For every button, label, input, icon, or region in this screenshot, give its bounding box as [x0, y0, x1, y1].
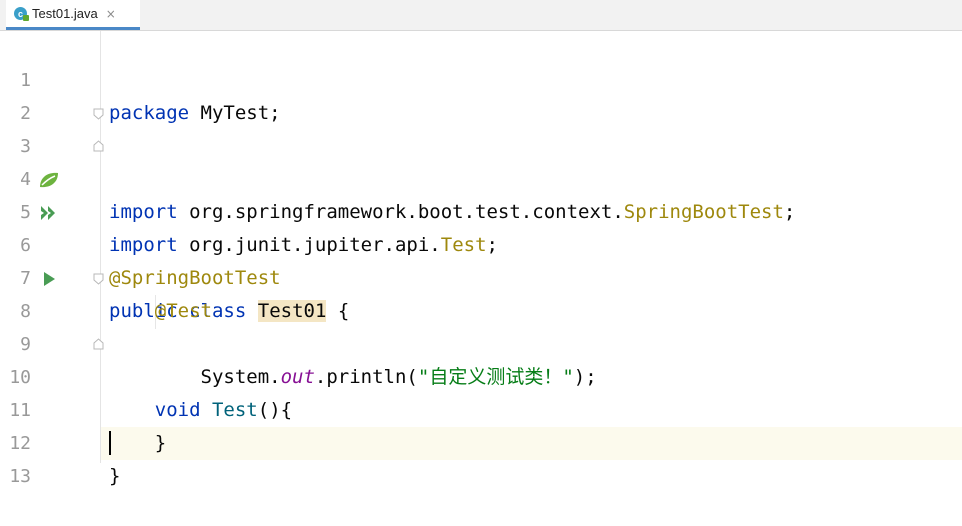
code-line-1[interactable]: 1 package MyTest; — [0, 31, 962, 124]
code-line-3[interactable]: 3 import org.springframework.boot.test.c… — [0, 97, 962, 223]
line-number: 9 — [20, 334, 31, 355]
line-number: 6 — [20, 235, 31, 256]
current-line-highlight — [0, 427, 962, 460]
keyword-package: package — [109, 102, 190, 124]
class-name-highlighted[interactable]: Test01 — [257, 300, 327, 322]
fold-end-icon[interactable] — [93, 338, 104, 350]
annotation-test: @Test — [154, 300, 212, 322]
code-line-2[interactable]: 2 — [0, 64, 962, 124]
line-number: 2 — [20, 103, 31, 124]
import-package: org.springframework.boot.test.context. — [177, 201, 624, 223]
static-field-out: out — [280, 366, 315, 388]
code-editor[interactable]: 1 package MyTest; 2 3 import org.springf… — [0, 31, 962, 487]
method-paren: (){ — [257, 399, 293, 421]
line-number: 5 — [20, 202, 31, 223]
system-class: System. — [200, 366, 281, 388]
editor-tab-bar: c Test01.java × — [0, 0, 962, 31]
code-line-6[interactable]: 6 public class Test01 { — [0, 196, 962, 322]
code-line-11[interactable]: 11 — [0, 361, 962, 421]
call-end: ); — [573, 366, 597, 388]
fold-start-icon[interactable] — [93, 108, 104, 120]
code-line-10[interactable]: 10 } — [0, 328, 962, 454]
tab-test01-java[interactable]: c Test01.java × — [6, 0, 140, 30]
code-line-5[interactable]: 5 @SpringBootTest — [0, 163, 962, 289]
code-line-4[interactable]: 4 import org.junit.jupiter.api.Test; — [0, 130, 962, 256]
line-number: 1 — [20, 70, 31, 91]
code-line-13[interactable]: 13 — [0, 427, 962, 487]
line-number: 8 — [20, 301, 31, 322]
run-all-tests-icon[interactable] — [38, 196, 60, 229]
keyword-import: import — [109, 201, 178, 223]
line-number: 12 — [9, 433, 31, 454]
println-call: .println( — [314, 366, 418, 388]
import-package: org.junit.jupiter.api. — [177, 234, 441, 256]
line-number: 4 — [20, 169, 31, 190]
code-line-8[interactable]: 8 void Test(){ — [0, 262, 962, 421]
indent-guide — [155, 295, 156, 329]
text-caret — [109, 431, 111, 455]
spring-bean-icon[interactable] — [38, 163, 60, 196]
line-number: 10 — [9, 367, 31, 388]
keyword-import: import — [109, 234, 178, 256]
run-test-icon[interactable] — [38, 262, 60, 295]
keyword-class: class — [189, 300, 247, 322]
brace-close: } — [109, 465, 121, 487]
line-number: 11 — [9, 400, 31, 421]
line-number: 3 — [20, 136, 31, 157]
line-number: 13 — [9, 466, 31, 487]
semicolon: ; — [486, 234, 498, 256]
import-class: Test — [440, 234, 487, 256]
code-line-12[interactable]: 12 } — [0, 394, 962, 487]
brace-open: { — [326, 300, 350, 322]
string-literal: "自定义测试类！" — [417, 366, 574, 388]
package-name: MyTest; — [189, 102, 281, 124]
fold-end-icon[interactable] — [93, 140, 104, 152]
tab-label: Test01.java — [32, 6, 98, 21]
code-line-7[interactable]: 7 @Test — [0, 229, 962, 322]
code-line-9[interactable]: 9 System.out.println("自定义测试类！"); — [0, 295, 962, 388]
method-name: Test — [211, 399, 258, 421]
line-number: 7 — [20, 268, 31, 289]
import-class: SpringBootTest — [623, 201, 784, 223]
gutter[interactable] — [0, 31, 101, 463]
close-tab-icon[interactable]: × — [105, 6, 116, 21]
fold-start-icon[interactable] — [93, 273, 104, 285]
semicolon: ; — [783, 201, 796, 223]
keyword-void: void — [154, 399, 201, 421]
annotation-springboottest: @SpringBootTest — [109, 267, 281, 289]
brace-close: } — [154, 432, 167, 454]
keyword-public: public — [109, 300, 178, 322]
java-class-file-icon: c — [14, 7, 29, 21]
